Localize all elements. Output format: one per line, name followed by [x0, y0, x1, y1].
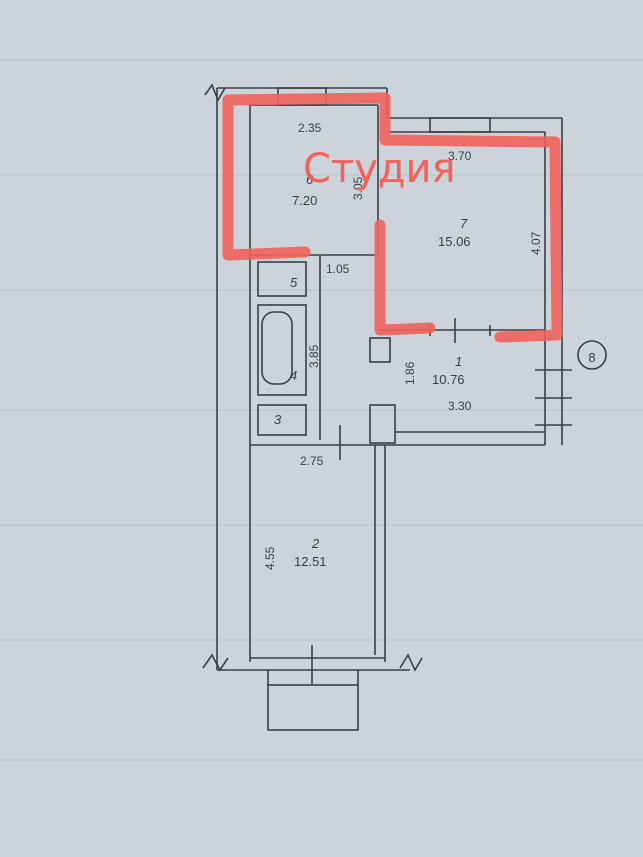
- room7-number: 7: [460, 216, 468, 231]
- dim-kitchen-width: 2.35: [298, 121, 322, 135]
- dim-wc-width: 1.05: [326, 262, 350, 276]
- marker-label: 8: [588, 350, 595, 365]
- room4-number: 4: [290, 368, 297, 383]
- column: [369, 404, 396, 444]
- room7-window: [429, 117, 491, 133]
- dim-bath-length: 3.85: [307, 344, 321, 368]
- dim-room2-depth: 4.55: [263, 546, 277, 570]
- bath-box: [257, 304, 307, 396]
- studio-label: Студия: [303, 146, 456, 192]
- room1-number: 1: [455, 354, 462, 369]
- wall-stub: [369, 337, 391, 363]
- dim-room7-width: 3.70: [448, 149, 472, 163]
- dim-kitchen-depth: 3.05: [351, 176, 365, 200]
- dim-room7-depth: 4.07: [529, 231, 543, 255]
- room7-area: 15.06: [438, 234, 471, 249]
- dim-hall-width: 3.30: [448, 399, 472, 413]
- balcony: [267, 684, 359, 731]
- studio-outline: [222, 92, 563, 343]
- storage-box: [257, 404, 307, 436]
- bathtub: [261, 311, 293, 385]
- paper-lines: [0, 59, 643, 761]
- room3-number: 3: [274, 412, 282, 427]
- wc-box: [257, 261, 307, 297]
- room2-number: 2: [311, 536, 320, 551]
- room1-area: 10.76: [432, 372, 465, 387]
- dim-room2-width: 2.75: [300, 454, 324, 468]
- marker-circle: [577, 340, 607, 370]
- room6-number: 6: [306, 172, 314, 187]
- room6-area: 7.20: [292, 193, 317, 208]
- dim-hall-depth: 1.86: [403, 361, 417, 385]
- room5-number: 5: [290, 275, 298, 290]
- room2-area: 12.51: [294, 554, 327, 569]
